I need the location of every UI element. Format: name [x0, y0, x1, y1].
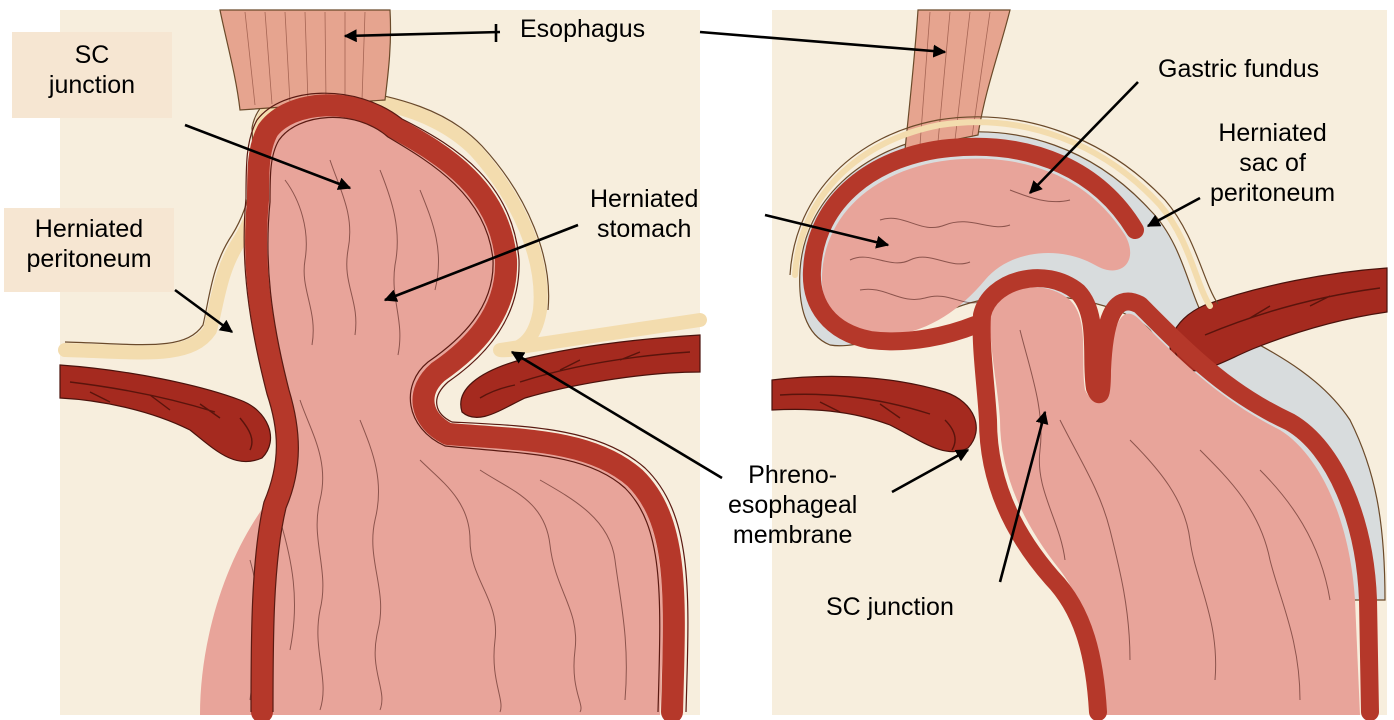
label-herniated-sac-line1: Herniated — [1210, 118, 1335, 148]
label-herniated-sac: Herniated sac of peritoneum — [1210, 118, 1335, 208]
label-phrenoesophageal-membrane: Phreno- esophageal membrane — [728, 460, 857, 550]
label-phrenoesophageal-line1: Phreno- — [728, 460, 857, 490]
label-herniated-stomach-line2: stomach — [590, 214, 698, 244]
label-sc-junction-right: SC junction — [826, 592, 954, 622]
label-sc-junction-left: SC junction — [12, 32, 172, 118]
label-esophagus-text: Esophagus — [520, 14, 645, 44]
label-herniated-peritoneum: Herniated peritoneum — [4, 208, 174, 292]
label-herniated-sac-line2: sac of — [1210, 148, 1335, 178]
label-herniated-peritoneum-line2: peritoneum — [14, 244, 164, 274]
label-herniated-sac-line3: peritoneum — [1210, 178, 1335, 208]
label-sc-junction-left-line1: SC — [22, 40, 162, 70]
label-phrenoesophageal-line2: esophageal — [728, 490, 857, 520]
label-phrenoesophageal-line3: membrane — [728, 520, 857, 550]
label-herniated-stomach: Herniated stomach — [590, 184, 698, 244]
label-sc-junction-right-text: SC junction — [826, 592, 954, 622]
label-esophagus: Esophagus — [520, 14, 645, 44]
label-gastric-fundus-text: Gastric fundus — [1158, 54, 1319, 84]
label-herniated-stomach-line1: Herniated — [590, 184, 698, 214]
label-herniated-peritoneum-line1: Herniated — [14, 214, 164, 244]
label-gastric-fundus: Gastric fundus — [1158, 54, 1319, 84]
label-sc-junction-left-line2: junction — [22, 70, 162, 100]
